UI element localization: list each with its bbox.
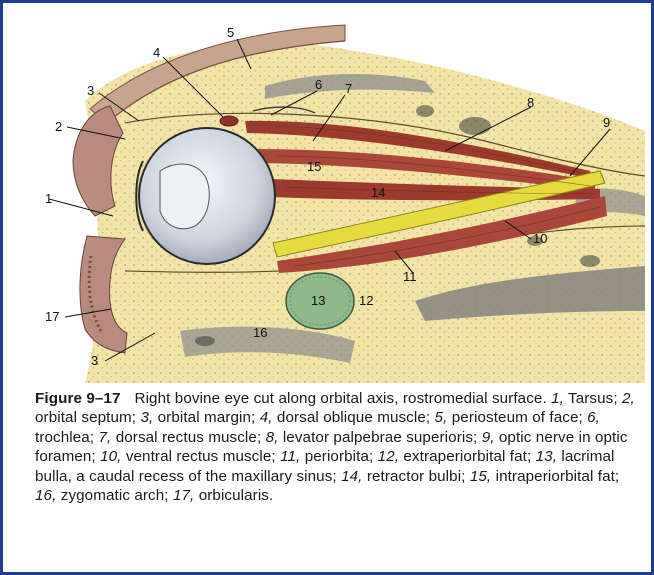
label-13: 13: [311, 293, 325, 308]
legend-text: ventral rectus muscle;: [125, 448, 276, 466]
legend-text: dorsal rectus muscle;: [115, 428, 262, 446]
label-11: 11: [403, 269, 417, 284]
legend-text: dorsal oblique muscle;: [276, 409, 431, 427]
eye-cross-section-illustration: 1 2 3 4 5 6 7 8 9 10 11 12 13 14 15 16 1…: [45, 24, 645, 383]
upper-eyelid: [72, 105, 124, 217]
legend-number: 4,: [259, 409, 273, 427]
legend-text: optic nerve in optic foramen;: [35, 428, 628, 466]
legend-number: 8,: [265, 428, 279, 446]
legend-text: zygomatic arch;: [60, 487, 169, 505]
label-17: 17: [45, 309, 59, 324]
legend-number: 5,: [434, 409, 448, 427]
legend-number: 13,: [535, 448, 558, 466]
label-9: 9: [603, 115, 610, 130]
legend-number: 6,: [587, 409, 601, 427]
levator-palpebrae-muscle: [245, 120, 593, 179]
legend-number: 17,: [172, 487, 195, 505]
label-16: 16: [253, 325, 267, 340]
label-3-lower: 3: [91, 353, 98, 368]
legend-text: trochlea;: [35, 428, 95, 446]
zygomatic-arch-bone: [180, 326, 355, 363]
label-3-upper: 3: [87, 83, 94, 98]
legend-number: 10,: [100, 448, 122, 466]
figure-title: Right bovine eye cut along orbital axis,…: [134, 390, 547, 407]
bone-upper: [265, 74, 435, 99]
legend-text: periorbita;: [304, 448, 374, 466]
legend-number: 12,: [377, 448, 400, 466]
label-5: 5: [227, 25, 234, 40]
label-7: 7: [345, 81, 352, 96]
label-12: 12: [359, 293, 373, 308]
legend-text: extraperiorbital fat;: [403, 448, 532, 466]
eye-diagram: 1 2 3 4 5 6 7 8 9 10 11 12 13 14 15 16 1…: [15, 11, 645, 383]
legend-text: orbital margin;: [157, 409, 256, 427]
legend-number: 11,: [280, 448, 301, 466]
legend-text: periosteum of face;: [451, 409, 583, 427]
label-10: 10: [533, 231, 547, 246]
dorsal-rectus-muscle: [255, 149, 595, 191]
legend-text: orbicularis.: [198, 487, 274, 505]
legend-text: levator palpebrae superioris;: [282, 428, 478, 446]
legend-text: Tarsus;: [568, 390, 618, 407]
label-15: 15: [307, 159, 321, 174]
figure-caption: Figure 9–17 Right bovine eye cut along or…: [35, 389, 641, 505]
legend-text: retractor bulbi;: [366, 467, 466, 485]
lacrimal-bulla: [285, 272, 355, 330]
legend-number: 2,: [622, 390, 635, 407]
legend-number: 1,: [551, 390, 564, 407]
figure-number: Figure 9–17: [35, 390, 121, 407]
legend-text: orbital septum;: [35, 409, 137, 427]
legend-number: 3,: [140, 409, 154, 427]
label-4: 4: [153, 45, 160, 60]
dorsal-oblique-muscle: [219, 115, 239, 127]
label-8: 8: [527, 95, 534, 110]
lower-eyelid: [79, 235, 128, 354]
periorbita-outline: [124, 112, 645, 177]
legend-number: 16,: [35, 487, 57, 505]
legend-text: lacrimal bulla, a caudal recess of the m…: [35, 448, 615, 485]
label-2: 2: [55, 119, 62, 134]
figure-legend: 1, Tarsus; 2, orbital septum; 3, orbital…: [35, 390, 635, 504]
cornea: [135, 160, 144, 232]
legend-number: 15,: [469, 467, 492, 485]
legend-number: 9,: [481, 428, 495, 446]
label-14: 14: [371, 185, 385, 200]
legend-text: intraperiorbital fat;: [495, 467, 620, 485]
bone-lower-right: [415, 266, 645, 321]
label-6: 6: [315, 77, 322, 92]
label-1: 1: [45, 191, 52, 206]
lens: [159, 163, 210, 230]
ventral-rectus-muscle: [277, 196, 607, 273]
legend-number: 14,: [341, 467, 363, 485]
legend-number: 7,: [98, 428, 112, 446]
